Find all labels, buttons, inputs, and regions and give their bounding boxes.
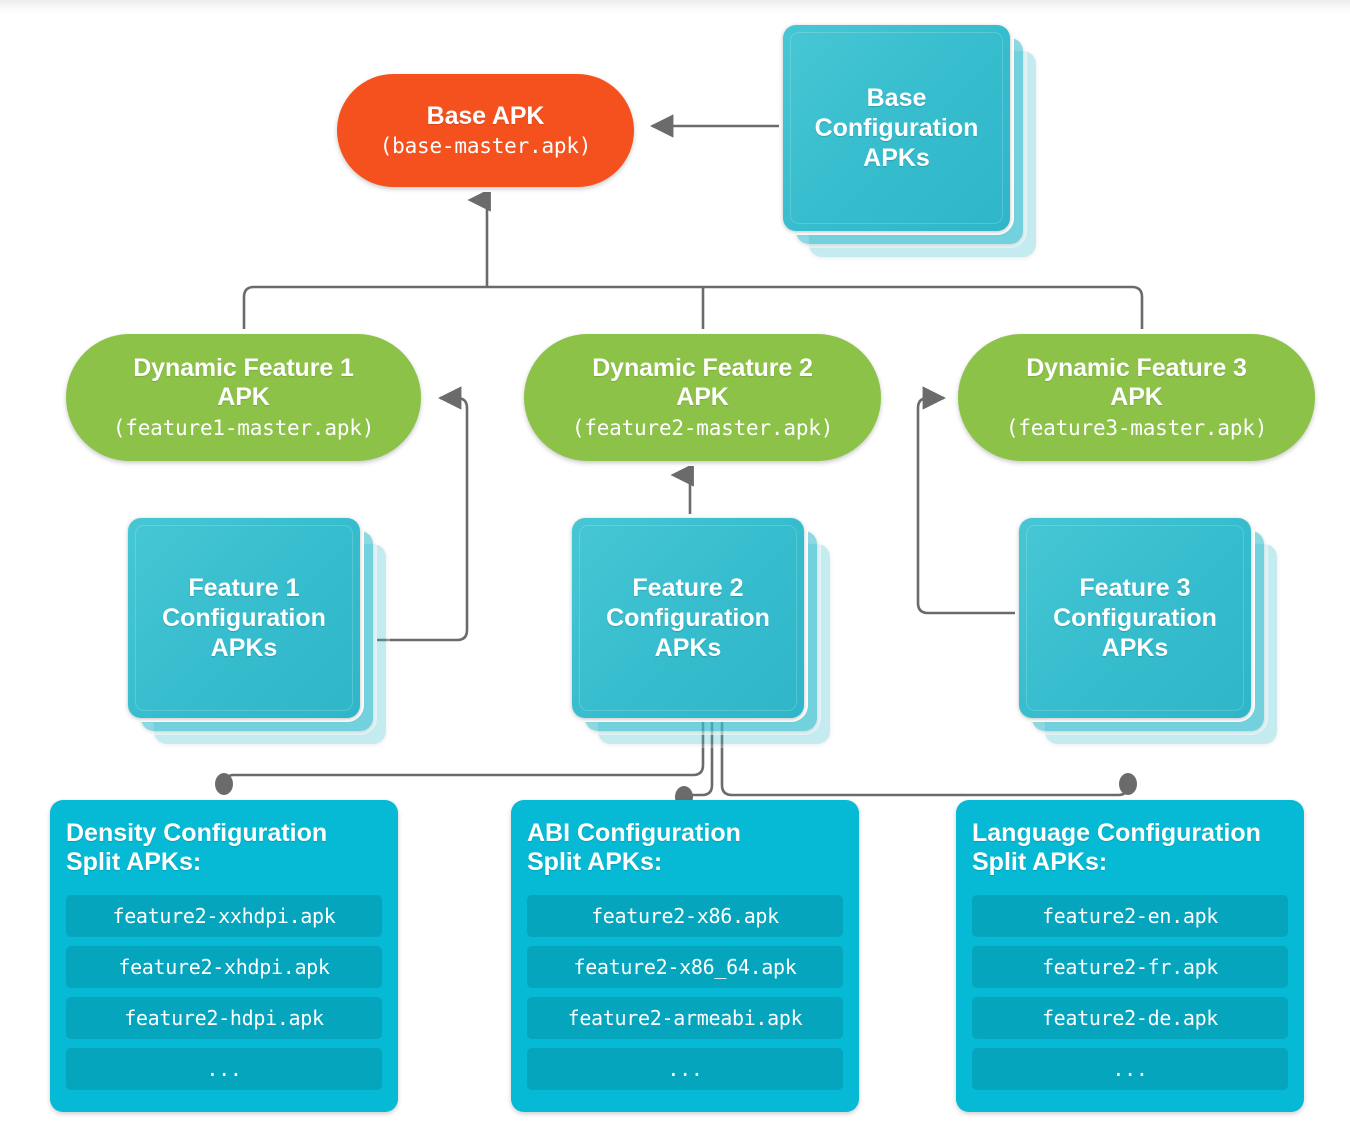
split-apk-row[interactable]: feature2-xxhdpi.apk	[66, 894, 382, 937]
split-apk-row[interactable]: feature2-armeabi.apk	[527, 996, 843, 1039]
split-apk-row-more[interactable]: ...	[66, 1047, 382, 1090]
split-apk-row-more[interactable]: ...	[527, 1047, 843, 1090]
dynamic-feature-2-title: Dynamic Feature 2 APK	[592, 353, 813, 412]
stack-layer-front	[783, 25, 1010, 231]
connector-dot-language	[1119, 773, 1137, 795]
base-apk-filename: (base-master.apk)	[379, 134, 592, 159]
feature-1-configuration-apks-label: Feature 1 Configuration APKs	[162, 574, 326, 662]
split-apk-box-title: Density Configuration Split APKs:	[66, 819, 328, 877]
stack-layer-front	[1019, 518, 1251, 718]
dynamic-feature-3-title: Dynamic Feature 3 APK	[1026, 353, 1247, 412]
node-feature-1-configuration-apks[interactable]: Feature 1 Configuration APKs	[128, 518, 386, 744]
split-apk-box-title: Language Configuration Split APKs:	[972, 819, 1261, 877]
dynamic-feature-1-title: Dynamic Feature 1 APK	[133, 353, 354, 412]
split-apk-box-language[interactable]: Language Configuration Split APKs: featu…	[956, 800, 1304, 1112]
split-apk-row-more[interactable]: ...	[972, 1047, 1288, 1090]
split-apk-row[interactable]: feature2-x86_64.apk	[527, 945, 843, 988]
node-feature-2-configuration-apks[interactable]: Feature 2 Configuration APKs	[572, 518, 830, 744]
base-apk-title: Base APK	[426, 101, 545, 130]
node-base-configuration-apks[interactable]: Base Configuration APKs	[783, 25, 1036, 257]
node-dynamic-feature-2-apk[interactable]: Dynamic Feature 2 APK (feature2-master.a…	[524, 334, 881, 461]
split-apk-row[interactable]: feature2-xhdpi.apk	[66, 945, 382, 988]
split-apk-box-abi[interactable]: ABI Configuration Split APKs: feature2-x…	[511, 800, 859, 1112]
feature-3-configuration-apks-label: Feature 3 Configuration APKs	[1053, 574, 1217, 662]
split-apk-row[interactable]: feature2-fr.apk	[972, 945, 1288, 988]
stack-layer-front	[572, 518, 804, 718]
connector-dot-density	[215, 773, 233, 795]
split-apk-row[interactable]: feature2-hdpi.apk	[66, 996, 382, 1039]
node-base-apk[interactable]: Base APK (base-master.apk)	[337, 74, 634, 187]
split-apk-box-title: ABI Configuration Split APKs:	[527, 819, 741, 877]
split-apk-row[interactable]: feature2-x86.apk	[527, 894, 843, 937]
wire-bus-horizontal	[242, 285, 1144, 334]
node-dynamic-feature-1-apk[interactable]: Dynamic Feature 1 APK (feature1-master.a…	[66, 334, 421, 461]
stack-layer-front	[128, 518, 360, 718]
split-apk-box-density[interactable]: Density Configuration Split APKs: featur…	[50, 800, 398, 1112]
feature-2-configuration-apks-label: Feature 2 Configuration APKs	[606, 574, 770, 662]
node-dynamic-feature-3-apk[interactable]: Dynamic Feature 3 APK (feature3-master.a…	[958, 334, 1315, 461]
split-apk-row[interactable]: feature2-de.apk	[972, 996, 1288, 1039]
dynamic-feature-3-filename: (feature3-master.apk)	[1005, 415, 1268, 440]
base-configuration-apks-label: Base Configuration APKs	[814, 84, 979, 172]
split-apk-row[interactable]: feature2-en.apk	[972, 894, 1288, 937]
dynamic-feature-2-filename: (feature2-master.apk)	[571, 415, 834, 440]
dynamic-feature-1-filename: (feature1-master.apk)	[112, 415, 375, 440]
node-feature-3-configuration-apks[interactable]: Feature 3 Configuration APKs	[1019, 518, 1277, 744]
